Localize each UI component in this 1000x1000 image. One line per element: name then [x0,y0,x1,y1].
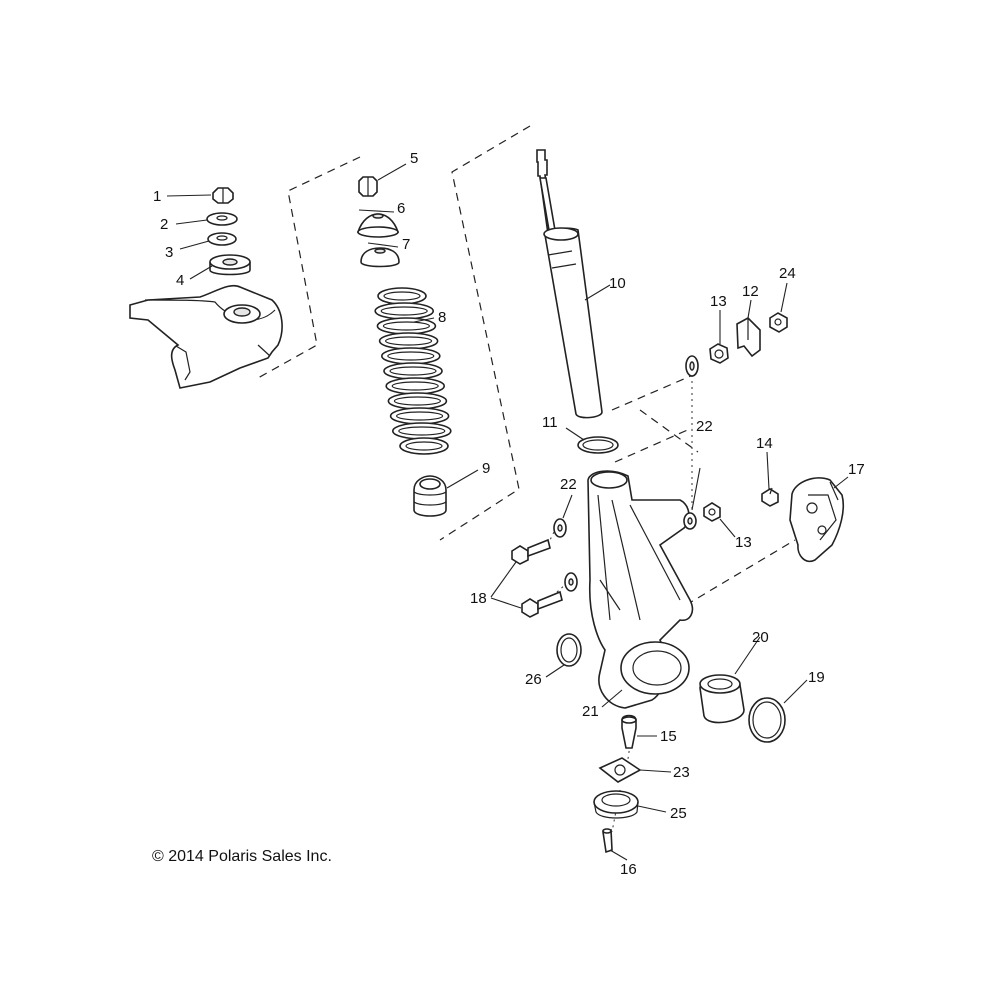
callout-10: 10 [609,275,626,292]
spring-coil-inner [380,306,428,316]
spring-cup-6 [356,213,400,238]
cotter-pin-16 [602,828,613,854]
spring-coil-inner [382,321,430,331]
mount-bushing-4 [209,254,251,276]
callout-12: 12 [742,283,759,300]
callout-6: 6 [397,200,405,217]
spring-coil-inner [398,426,446,436]
snap-ring-19 [748,697,786,743]
copyright-notice: © 2014 Polaris Sales Inc. [152,848,332,865]
spring-coil-turn [378,332,439,350]
callout-23: 23 [673,764,690,781]
o-ring-26 [556,633,582,667]
callout-15: 15 [660,728,677,745]
top-nut-5 [358,176,378,197]
callout-13-lower: 13 [735,534,752,551]
washer-2 [206,212,238,226]
callout-22-left: 22 [560,476,577,493]
bump-stop-9 [413,475,447,517]
callout-16: 16 [620,861,637,878]
callout-24: 24 [779,265,796,282]
steering-knuckle-21 [587,470,694,709]
bolt-18-lower [521,590,563,618]
callout-25: 25 [670,805,687,822]
spring-coil-turn [389,407,450,425]
washer-22-left-upper [553,518,567,538]
washer-22-lower [683,512,697,530]
spring-coil-inner [387,351,435,361]
wheel-bearing-20 [699,674,745,724]
nut-13-lower [703,502,721,522]
spring-coil-turn [374,302,435,320]
spring-coil-turn [377,287,427,305]
callout-numbers: 1 2 3 4 5 6 7 8 9 10 11 12 13 13 14 15 1… [153,150,865,878]
seal-25 [593,790,639,819]
spring-coil-turn [399,437,449,455]
callout-2: 2 [160,216,168,233]
callout-1: 1 [153,188,161,205]
bolt-18-upper [511,538,551,565]
coil-spring-8 [374,287,452,455]
shock-absorber-10 [536,149,603,419]
washer-22-left-lower [564,572,578,592]
callout-17: 17 [848,461,865,478]
spring-retainer-7 [360,247,400,268]
spring-coil-inner [393,396,441,406]
flange-nut-1 [212,187,234,204]
spring-coil-turn [391,422,452,440]
callout-7: 7 [402,236,410,253]
spring-coil-turn [385,377,446,395]
spring-coil-turn [387,392,448,410]
spring-coil-inner [405,441,443,451]
spring-coil-inner [391,381,439,391]
callout-14: 14 [756,435,773,452]
spring-coil-inner [396,411,444,421]
o-ring-11 [577,436,619,454]
callout-3: 3 [165,244,173,261]
callout-18: 18 [470,590,487,607]
callout-9: 9 [482,460,490,477]
nut-13-upper [709,343,729,364]
clip-12 [736,317,761,358]
brake-caliper-17 [789,477,845,563]
callout-8: 8 [438,309,446,326]
callout-11: 11 [542,414,558,431]
spring-coil-turn [380,347,441,365]
callout-26: 26 [525,671,542,688]
callout-19: 19 [808,669,825,686]
frame-mount-bracket [129,284,283,389]
washer-22-upper [685,355,699,377]
spring-coil-inner [385,336,433,346]
spring-coil-turn [376,317,437,335]
callout-leader-lines [166,163,849,861]
nut-24 [769,312,788,333]
washer-3 [207,232,237,246]
plate-23 [598,757,642,783]
ball-joint-stud-15 [621,714,637,749]
spring-coil-inner [389,366,437,376]
callout-5: 5 [410,150,418,167]
callout-22-right: 22 [696,418,713,435]
spring-coil-turn [383,362,443,380]
callout-13-upper: 13 [710,293,727,310]
callout-20: 20 [752,629,769,646]
callout-4: 4 [176,272,184,289]
callout-21: 21 [582,703,599,720]
spring-coil-inner [383,291,421,301]
assembly-guide-lines [257,125,796,833]
bolt-14 [761,487,779,507]
